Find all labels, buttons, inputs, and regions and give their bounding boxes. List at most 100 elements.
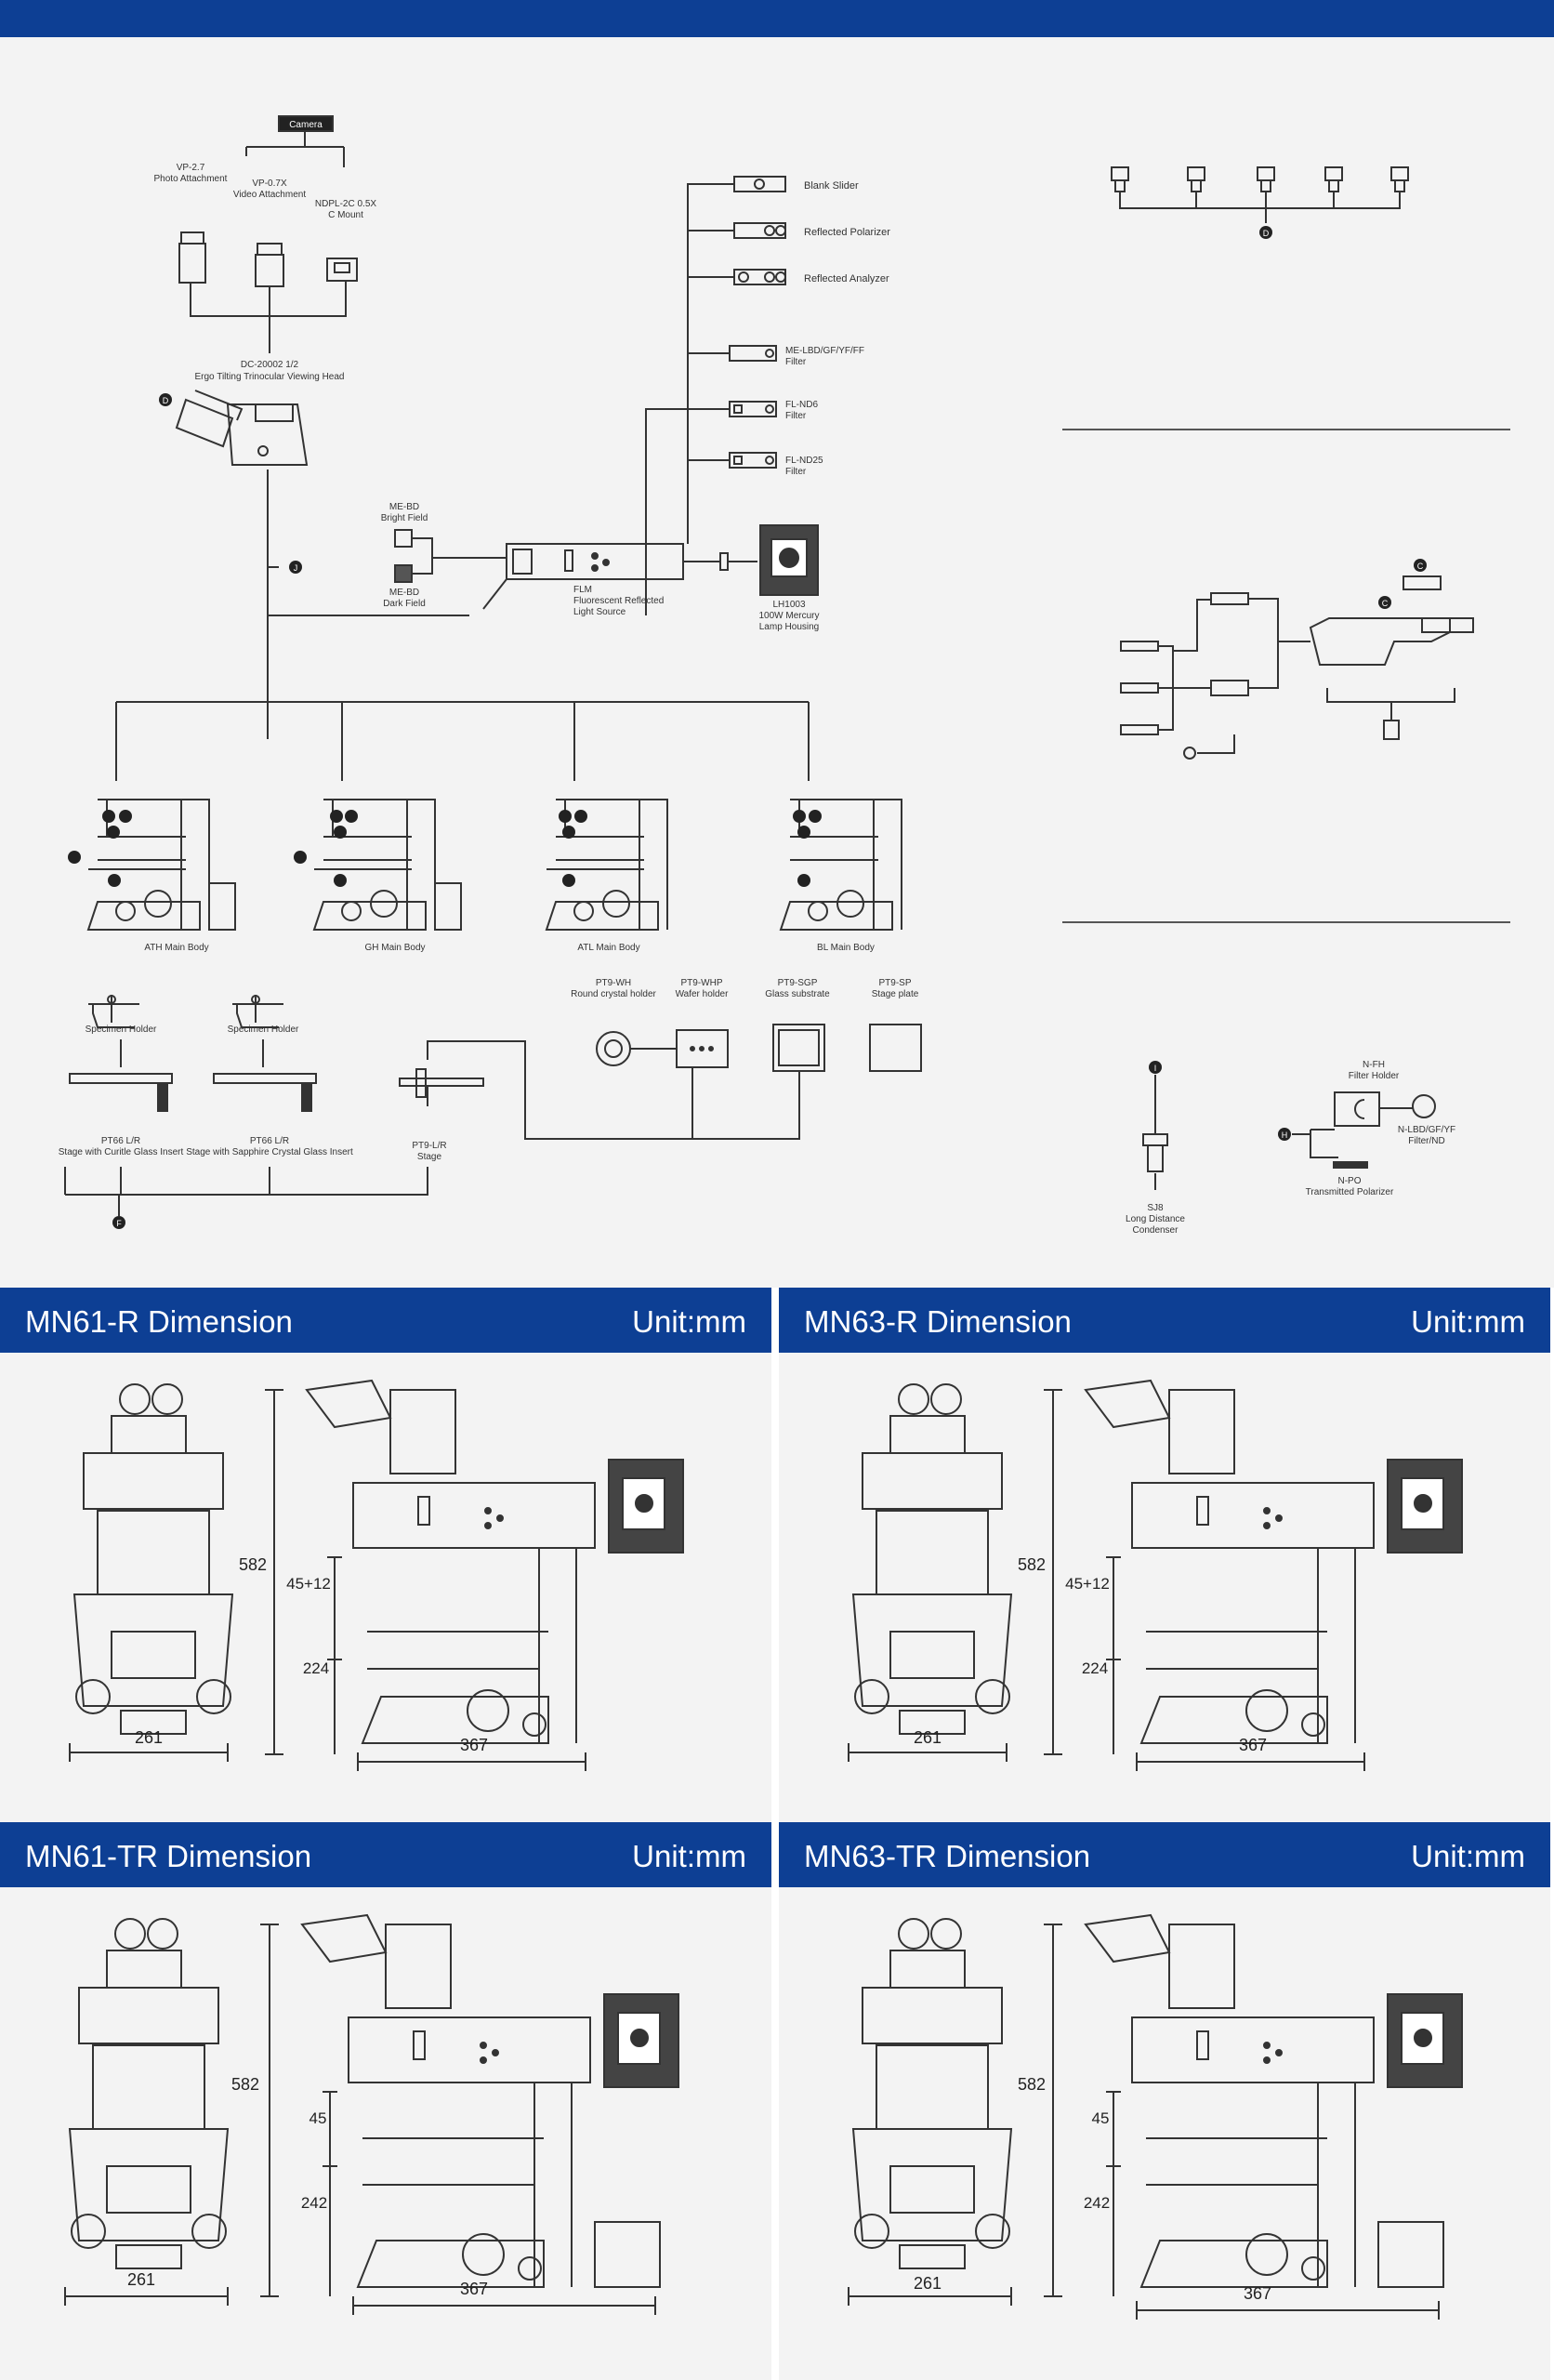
ndp-model: NDPL-2C 0.5X xyxy=(315,199,376,209)
dimension-drawing-svg: 261 582 45+12 224 367 xyxy=(848,1379,1463,1771)
body-label-2: ATL Main Body xyxy=(577,943,639,953)
dimension-panel-title: MN63-R Dimension xyxy=(804,1304,1072,1339)
plate-model-1: PT9-WHP xyxy=(681,978,723,988)
upper-dimension-label: 45 xyxy=(1092,2109,1110,2127)
assembly-marks xyxy=(1378,559,1427,609)
dimension-panel-title: MN63-TR Dimension xyxy=(804,1839,1091,1873)
dimension-panel-header: MN61-TR Dimension Unit:mm xyxy=(0,1822,771,1887)
lower-dimension-label: 242 xyxy=(301,2194,327,2212)
vp2-model: VP-0.7X xyxy=(252,178,287,189)
mark-h-right xyxy=(1278,1128,1291,1141)
stage-plate-drawing xyxy=(869,1024,922,1072)
filter-drawing-1 xyxy=(729,401,777,417)
blank-slider-drawing xyxy=(733,176,786,192)
lower-dimension-label: 224 xyxy=(303,1659,329,1677)
dimension-panel-mn63-tr: MN63-TR Dimension Unit:mm 261 582 45 242 xyxy=(779,1822,1550,2380)
filter-name-1: Filter xyxy=(785,411,807,421)
flm-light-source-drawing xyxy=(482,543,684,610)
polarizer-model: N-PO xyxy=(1338,1176,1362,1186)
front-view-drawing xyxy=(851,1918,1013,2269)
slider-label-2: Reflected Analyzer xyxy=(804,273,889,284)
plate-model-2: PT9-SGP xyxy=(778,978,818,988)
vp1-name: Photo Attachment xyxy=(154,174,228,184)
body-label-1: GH Main Body xyxy=(364,943,425,953)
dimension-drawing-area: 261 582 45+12 224 367 xyxy=(0,1353,771,1827)
brightfield-model: ME-BD xyxy=(389,502,419,512)
upper-dimension-label: 45+12 xyxy=(1065,1575,1110,1593)
mark-d-1 xyxy=(159,393,172,406)
reflected-polarizer-drawing xyxy=(733,222,786,239)
plate-model-0: PT9-WH xyxy=(596,978,631,988)
stage3-name: Stage xyxy=(417,1152,442,1162)
front-width-label: 261 xyxy=(135,1728,163,1747)
filter-model-1: FL-ND6 xyxy=(785,400,818,410)
plate-name-3: Stage plate xyxy=(872,989,919,999)
specimen-holder-1 xyxy=(88,995,139,1028)
lamp-model: LH1003 xyxy=(772,600,805,610)
top-brand-bar xyxy=(0,0,1554,37)
filter-drawing-2 xyxy=(729,452,777,469)
filter-name-2: Filter xyxy=(785,467,807,477)
system-configuration-diagram: Camera VP-2.7 Photo Attachment VP-0.7X V… xyxy=(0,37,1554,1288)
dimension-panel-title: MN61-TR Dimension xyxy=(25,1839,312,1873)
objectives-row xyxy=(1111,166,1409,223)
side-width-label: 367 xyxy=(460,1736,488,1754)
dimension-drawing-svg: 261 582 45+12 224 367 xyxy=(69,1379,684,1771)
dimension-panel-header: MN63-R Dimension Unit:mm xyxy=(779,1288,1550,1353)
mark-c-2-label: C xyxy=(1382,599,1389,608)
height-label: 582 xyxy=(239,1555,267,1574)
upper-dimension-label: 45 xyxy=(309,2109,327,2127)
dimension-panel-mn61-tr: MN61-TR Dimension Unit:mm 261 582 45 242 xyxy=(0,1822,771,2380)
mark-h-right-label: H xyxy=(1282,1130,1288,1140)
filter-holder-drawing xyxy=(1334,1091,1380,1127)
lamp-name: 100W Mercury xyxy=(758,611,819,621)
stage-curitle-drawing xyxy=(69,1073,173,1112)
mark-j-1-label: J xyxy=(294,563,298,573)
lamp-housing-drawing xyxy=(759,524,819,596)
specimen-holder-2 xyxy=(232,995,283,1028)
viewing-head-drawing xyxy=(175,390,309,466)
polarizer-name: Transmitted Polarizer xyxy=(1306,1187,1394,1197)
photo-attachment-drawing xyxy=(178,231,206,284)
flm-model: FLM xyxy=(573,585,592,595)
upper-dimension-label: 45+12 xyxy=(286,1575,331,1593)
height-label: 582 xyxy=(231,2075,259,2094)
head-name: Ergo Tilting Trinocular Viewing Head xyxy=(194,372,344,382)
nosepiece-assembly xyxy=(1120,575,1474,760)
filter-drawing-0 xyxy=(729,345,777,362)
dimension-panel-mn63-r: MN63-R Dimension Unit:mm 261 582 45+12 2… xyxy=(779,1288,1550,1827)
reflected-analyzer-drawing xyxy=(733,269,786,285)
darkfield-model: ME-BD xyxy=(389,588,419,598)
condenser-name-2: Condenser xyxy=(1133,1225,1179,1236)
stage3-model: PT9-L/R xyxy=(412,1141,446,1151)
plate-name-0: Round crystal holder xyxy=(571,989,656,999)
ndp-name: C Mount xyxy=(328,210,363,220)
vp1-model: VP-2.7 xyxy=(177,163,205,173)
plate-name-1: Wafer holder xyxy=(676,989,730,999)
filter-model-2: FL-ND25 xyxy=(785,456,823,466)
dimension-panel-unit: Unit:mm xyxy=(632,1304,746,1339)
slider-label-1: Reflected Polarizer xyxy=(804,227,890,238)
configuration-diagram-svg: Camera VP-2.7 Photo Attachment VP-0.7X V… xyxy=(59,115,1510,1236)
front-width-label: 261 xyxy=(127,2270,155,2289)
polarizer-drawing xyxy=(1333,1161,1368,1169)
stage-pt9-drawing xyxy=(399,1068,484,1106)
wafer-holder-drawing xyxy=(676,1029,729,1068)
condenser-model: SJ8 xyxy=(1147,1203,1164,1213)
side-view-drawing xyxy=(1084,1379,1463,1744)
lower-dimension-label: 224 xyxy=(1082,1659,1108,1677)
lower-dimension-label: 242 xyxy=(1084,2194,1110,2212)
filter-right-name: Filter/ND xyxy=(1408,1136,1444,1146)
round-crystal-holder-drawing xyxy=(596,1031,631,1066)
filter-holder-model: N-FH xyxy=(1363,1060,1385,1070)
front-view-drawing xyxy=(72,1383,234,1735)
brightfield-name: Bright Field xyxy=(381,513,428,523)
dimension-drawing-svg: 261 582 45 242 367 xyxy=(64,1913,679,2315)
dimension-panel-header: MN63-TR Dimension Unit:mm xyxy=(779,1822,1550,1887)
vp2-name: Video Attachment xyxy=(233,190,306,200)
side-view-drawing xyxy=(1084,1913,1463,2288)
dimension-panel-unit: Unit:mm xyxy=(1411,1304,1525,1339)
stage1-name: Stage with Curitle Glass Insert xyxy=(59,1147,184,1157)
mark-i-right xyxy=(1149,1061,1162,1074)
plate-name-2: Glass substrate xyxy=(765,989,830,999)
